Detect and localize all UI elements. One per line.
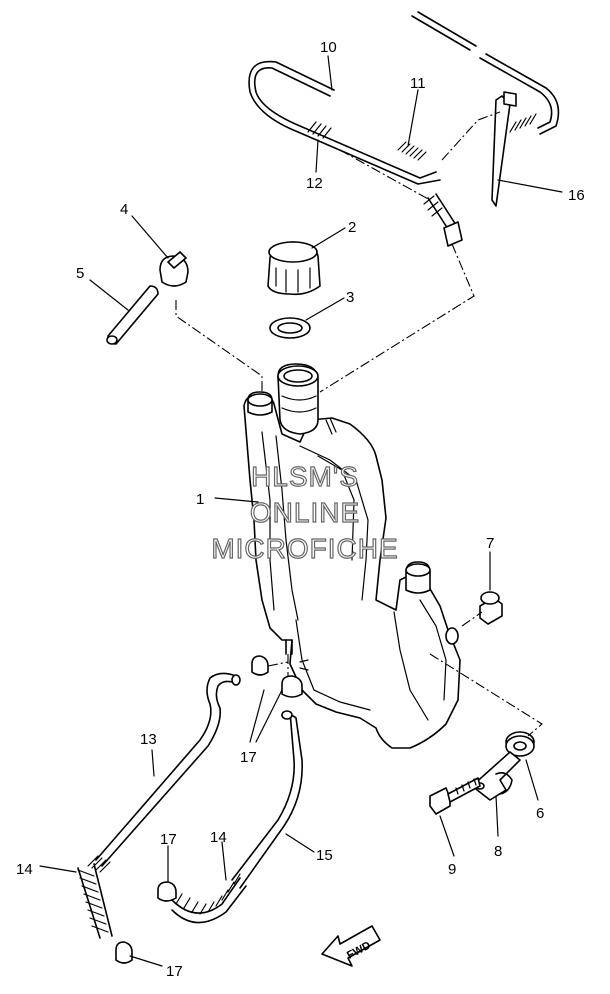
bolt-9 [429,777,481,815]
callout-4: 4 [120,201,128,218]
fwd-direction-badge: FWD [321,925,381,967]
callout-17-upper: 17 [240,749,257,766]
callout-11: 11 [410,75,426,92]
callout-8: 8 [494,843,502,860]
callout-12: 12 [306,175,323,192]
overflow-hose-assembly [248,11,560,393]
hose-clamp-17b [157,881,177,902]
callout-16: 16 [568,187,585,204]
bracket-clamp-8 [471,751,521,801]
reservoir-tank-1 [243,363,461,749]
callout-1: 1 [196,491,204,508]
drain-hose-13 [95,672,241,867]
hose-clip-16 [491,91,517,207]
reservoir-cap-2 [267,241,321,296]
callout-9: 9 [448,861,456,878]
spring-coil-14a [77,855,113,939]
callout-5: 5 [76,265,84,282]
watermark-line-2: ONLINE [250,497,360,528]
leader-lines [39,55,563,967]
callout-17-middle: 17 [160,831,177,848]
callout-labels: 1 2 3 4 5 6 7 8 9 10 11 12 13 14 14 15 1… [16,39,585,980]
spring-coil-12 [307,121,332,139]
grommet-7 [479,591,503,625]
callout-10: 10 [320,39,337,56]
callout-2: 2 [348,219,356,236]
spring-coil-11 [397,113,537,161]
callout-14-left: 14 [16,861,33,878]
callout-17-lower: 17 [166,963,183,980]
grommet-6 [505,731,535,757]
callout-3: 3 [346,289,354,306]
pipe-5 [106,285,159,345]
cap-fitting-4 [159,251,189,287]
callout-13: 13 [140,731,157,748]
watermark-line-3: MICROFICHE [211,533,398,564]
watermark-line-1: HLSM'S [251,461,359,492]
callout-14-center: 14 [210,829,227,846]
gasket-3 [269,317,311,339]
callout-6: 6 [536,805,544,822]
callout-7: 7 [486,535,494,552]
drain-hose-15 [231,710,303,889]
hose-clamp-17a [251,655,309,698]
callout-15: 15 [316,847,333,864]
watermark: HLSM'S ONLINE MICROFICHE [211,460,399,564]
hose-clamp-17c [115,941,133,964]
spring-coil-14b [171,873,247,924]
